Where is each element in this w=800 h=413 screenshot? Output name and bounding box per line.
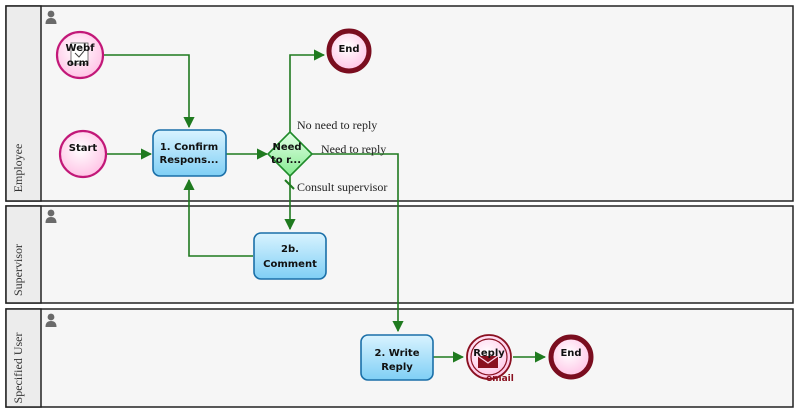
start-event[interactable]: Start bbox=[58, 129, 108, 179]
task-write-reply[interactable]: 2. Write Reply bbox=[360, 334, 434, 381]
reply-email-event[interactable]: Reply email bbox=[466, 334, 514, 384]
webform-label-line1: Webf bbox=[66, 43, 96, 54]
task-comment-label-line2: Comment bbox=[263, 259, 317, 270]
reply-label: Reply bbox=[473, 348, 505, 359]
lane-supervisor: Supervisor bbox=[5, 205, 794, 304]
webform-start-event[interactable]: Webf orm bbox=[55, 30, 105, 80]
default-flow-mark bbox=[284, 179, 295, 190]
end-event-specified-user[interactable]: End bbox=[548, 334, 594, 380]
lane-label-supervisor: Supervisor bbox=[11, 244, 25, 296]
edge-comment-confirm bbox=[183, 178, 253, 257]
edge-gateway-end bbox=[289, 49, 326, 132]
task-comment-label-line1: 2b. bbox=[281, 244, 299, 255]
gateway-need-to-reply[interactable]: Need to r... bbox=[266, 130, 314, 178]
end-label: End bbox=[338, 44, 359, 55]
task-confirm-label-line2: Respons... bbox=[160, 155, 219, 166]
start-label: Start bbox=[69, 143, 98, 154]
task-write-reply-label-line1: 2. Write bbox=[374, 348, 419, 359]
edge-label-need: Need to reply bbox=[321, 142, 386, 156]
lane-employee: Employee bbox=[5, 5, 794, 202]
email-sublabel: email bbox=[486, 374, 514, 384]
lane-label-employee: Employee bbox=[11, 144, 25, 193]
webform-label-line2: orm bbox=[67, 58, 89, 69]
edge-webform-confirm bbox=[103, 54, 195, 129]
end-event-employee[interactable]: End bbox=[326, 28, 372, 74]
end-label: End bbox=[560, 348, 581, 359]
envelope-icon bbox=[477, 355, 499, 368]
task-write-reply-label-line2: Reply bbox=[381, 362, 413, 373]
form-icon bbox=[70, 42, 89, 65]
edge-gateway-write-reply bbox=[310, 153, 404, 333]
task-confirm-response[interactable]: 1. Confirm Respons... bbox=[152, 129, 227, 177]
edge-label-consult: Consult supervisor bbox=[297, 180, 387, 194]
edge-label-no-need: No need to reply bbox=[297, 118, 377, 132]
task-comment[interactable]: 2b. Comment bbox=[253, 232, 327, 280]
task-confirm-label-line1: 1. Confirm bbox=[160, 142, 218, 153]
lane-label-specified-user: Specified User bbox=[11, 333, 25, 404]
gateway-label-line1: Need bbox=[272, 142, 301, 153]
gateway-label-line2: to r... bbox=[271, 155, 301, 166]
